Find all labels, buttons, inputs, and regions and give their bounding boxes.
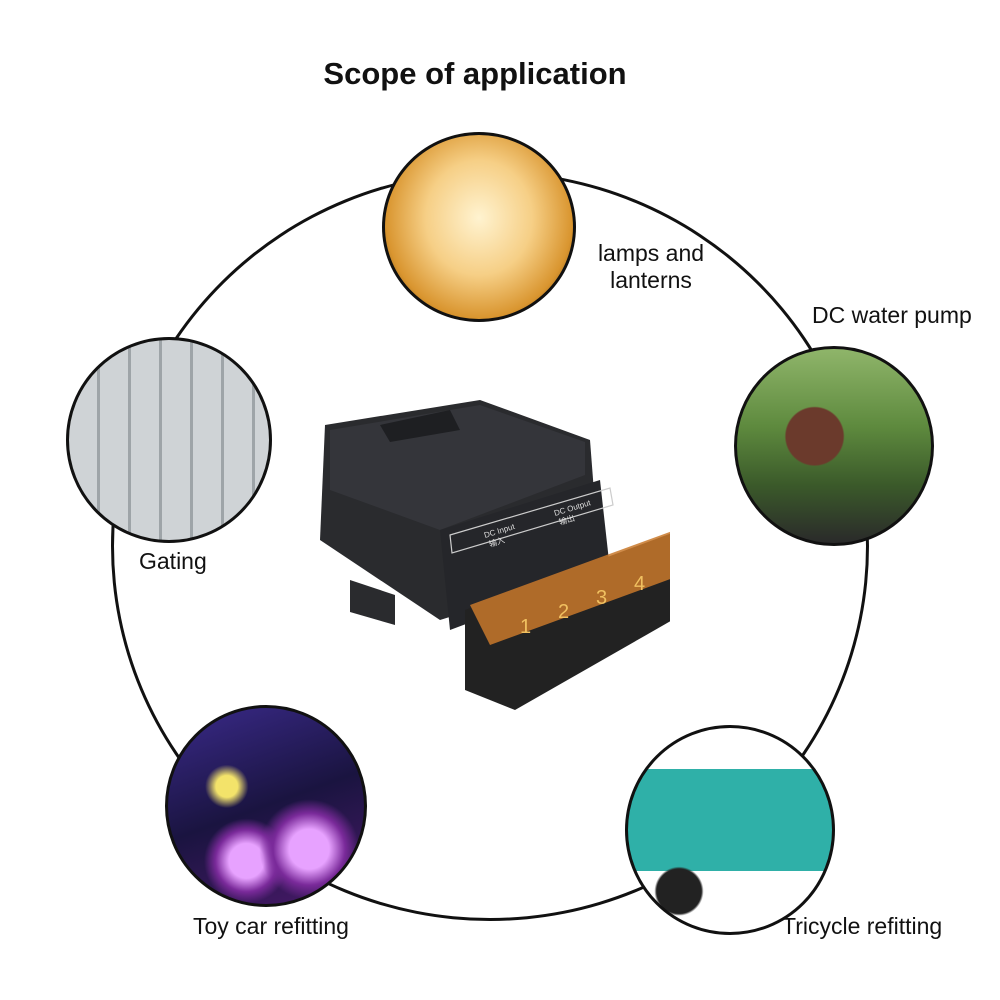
relay-controller-device: DC Input 输入 DC Output 输出 1 2 3 4 bbox=[320, 400, 670, 710]
tricycle-label: Tricycle refitting bbox=[782, 913, 943, 939]
shutter-door-photo bbox=[66, 337, 272, 543]
terminal-1: 1 bbox=[520, 616, 531, 638]
terminal-cover bbox=[470, 531, 670, 645]
terminal-3: 3 bbox=[596, 587, 607, 609]
mounting-tab bbox=[350, 580, 395, 625]
dc-output-cn-label: 输出 bbox=[558, 513, 576, 527]
page-title: Scope of application bbox=[323, 56, 627, 91]
lamps-label-line1: lamps and bbox=[597, 240, 705, 266]
water-pump-label: DC water pump bbox=[812, 302, 972, 328]
terminal-4: 4 bbox=[634, 573, 645, 595]
toy-car-label: Toy car refitting bbox=[193, 913, 349, 939]
lamps-label: lamps and lanterns bbox=[592, 240, 710, 294]
terminal-2: 2 bbox=[558, 601, 569, 623]
dc-input-cn-label: 输入 bbox=[488, 535, 506, 549]
lamps-label-line2: lanterns bbox=[610, 267, 692, 293]
lamp-photo bbox=[382, 132, 576, 322]
toy-car-photo bbox=[165, 705, 367, 907]
water-pump-photo bbox=[734, 346, 934, 546]
gating-label: Gating bbox=[139, 548, 207, 574]
tricycle-photo bbox=[625, 725, 835, 935]
